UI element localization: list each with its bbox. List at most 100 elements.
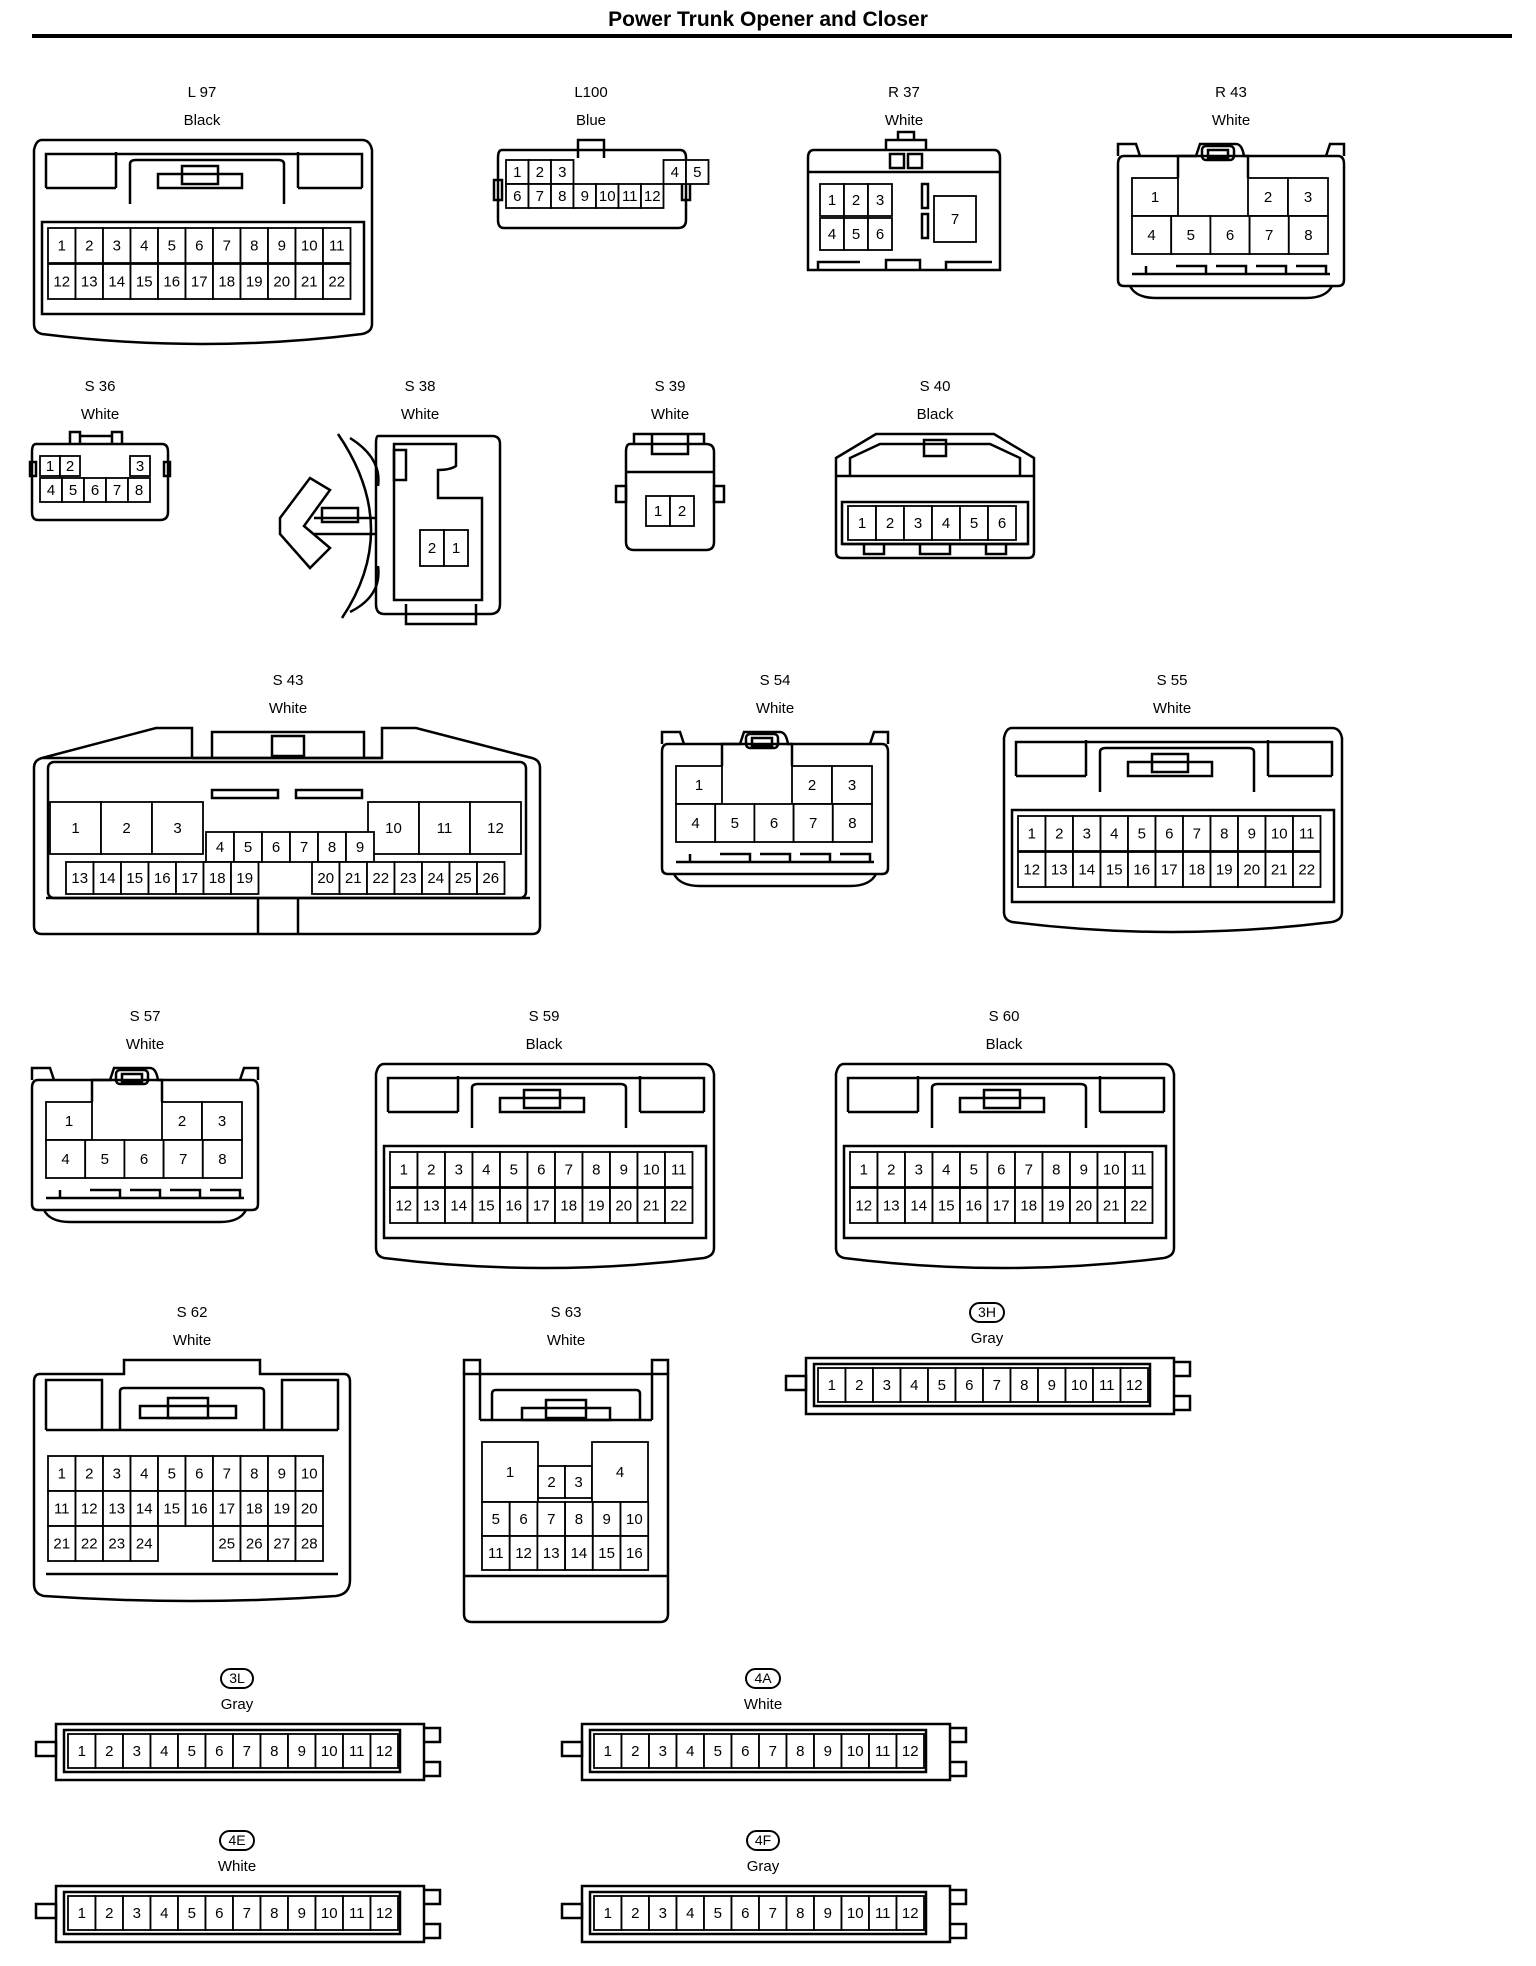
pin-cell [230,861,260,895]
pin-label: 15 [478,1198,495,1215]
pin-cell [876,1187,906,1224]
housing-outline [114,1068,150,1086]
pin-cell [342,1733,372,1769]
pin-cell [1247,177,1289,217]
pin-label: 1 [860,1162,868,1179]
pin-cell [147,861,177,895]
pin-label: 6 [1226,227,1234,244]
pin-cell [294,1525,324,1562]
housing-outline [470,1082,628,1128]
pin-label: 9 [298,1743,306,1760]
pin-label: 7 [179,1151,187,1168]
pin-cell [74,1490,104,1527]
pin-cell [369,1733,399,1769]
pin-label: 6 [965,1377,973,1394]
pin-cell [212,227,242,264]
housing-outline [138,1404,238,1420]
pin-label: 7 [1193,826,1201,843]
pin-cell [47,227,77,264]
pin-cell [239,1455,269,1492]
pin-label: 5 [188,1743,196,1760]
pin-cell [648,1733,678,1769]
pin-cell [895,1733,925,1769]
pin-label: 1 [654,503,662,520]
pin-label: 15 [163,1501,180,1518]
pin-label: 3 [659,1743,667,1760]
pin-cell [1182,815,1212,852]
pin-label: 15 [1106,862,1123,879]
pin-cell [685,159,710,185]
housing-outline [44,152,364,190]
pin-label: 14 [99,870,116,887]
pin-label: 5 [714,1743,722,1760]
pin-label: 5 [492,1511,500,1528]
pin-label: 9 [278,238,286,255]
pin-cell [591,1535,622,1571]
pin-cell [47,1455,77,1492]
pin-label: 5 [101,1151,109,1168]
pin-label: 2 [428,540,436,557]
connector-color: White [1211,112,1251,129]
pin-label: 7 [243,1905,251,1922]
pin-label: 4 [1147,227,1155,244]
pin-cell [65,861,95,895]
pin-cell [94,1895,124,1931]
connector-color: White [400,406,440,423]
pin-cell [314,1733,344,1769]
pin-cell [267,1490,297,1527]
pin-label: 12 [487,820,504,837]
pin-label: 3 [876,192,884,209]
pin-label: 1 [400,1162,408,1179]
pin-cell [1170,215,1212,255]
pin-label: 25 [455,870,472,887]
pin-label: 21 [53,1536,70,1553]
housing-outline [836,442,1034,478]
pin-label: 1 [1028,826,1036,843]
pin-label: 1 [604,1743,612,1760]
pin-cell [416,1187,446,1224]
housing-outline [120,1072,144,1084]
pin-label: 3 [915,1162,923,1179]
pin-cell [1064,1367,1094,1403]
pin-label: 1 [71,820,79,837]
housing-outline [920,182,930,210]
connector-color: Gray [746,1858,780,1875]
connector-color: Black [525,1036,563,1053]
pin-label: 14 [108,274,125,291]
housing-outline [846,1076,1166,1114]
pin-label: 9 [602,1511,610,1528]
pin-label: 3 [218,1113,226,1130]
pin-label: 4 [216,839,224,856]
pin-label: 13 [423,1198,440,1215]
pin-label: 4 [140,1466,148,1483]
housing-outline [270,734,306,758]
pin-label: 8 [270,1905,278,1922]
pin-cell [867,183,893,217]
connector-id: R 37 [888,84,920,101]
pin-cell [74,227,104,264]
pin-label: 4 [942,1162,950,1179]
pin-cell [703,1895,733,1931]
housing-outline [930,1082,1088,1128]
connector-color: Blue [575,112,607,129]
pin-cell [49,801,102,855]
pin-label: 18 [1020,1198,1037,1215]
connector-color: White [546,1332,586,1349]
pin-label: 19 [588,1198,605,1215]
pin-label: 8 [250,1466,258,1483]
pin-label: 6 [519,1511,527,1528]
pin-label: 10 [1103,1162,1120,1179]
pin-cell [481,1535,511,1571]
connector-color: White [755,700,795,717]
pin-cell [959,1187,989,1224]
housing-outline [62,1890,402,1936]
pin-label: 3 [883,1377,891,1394]
